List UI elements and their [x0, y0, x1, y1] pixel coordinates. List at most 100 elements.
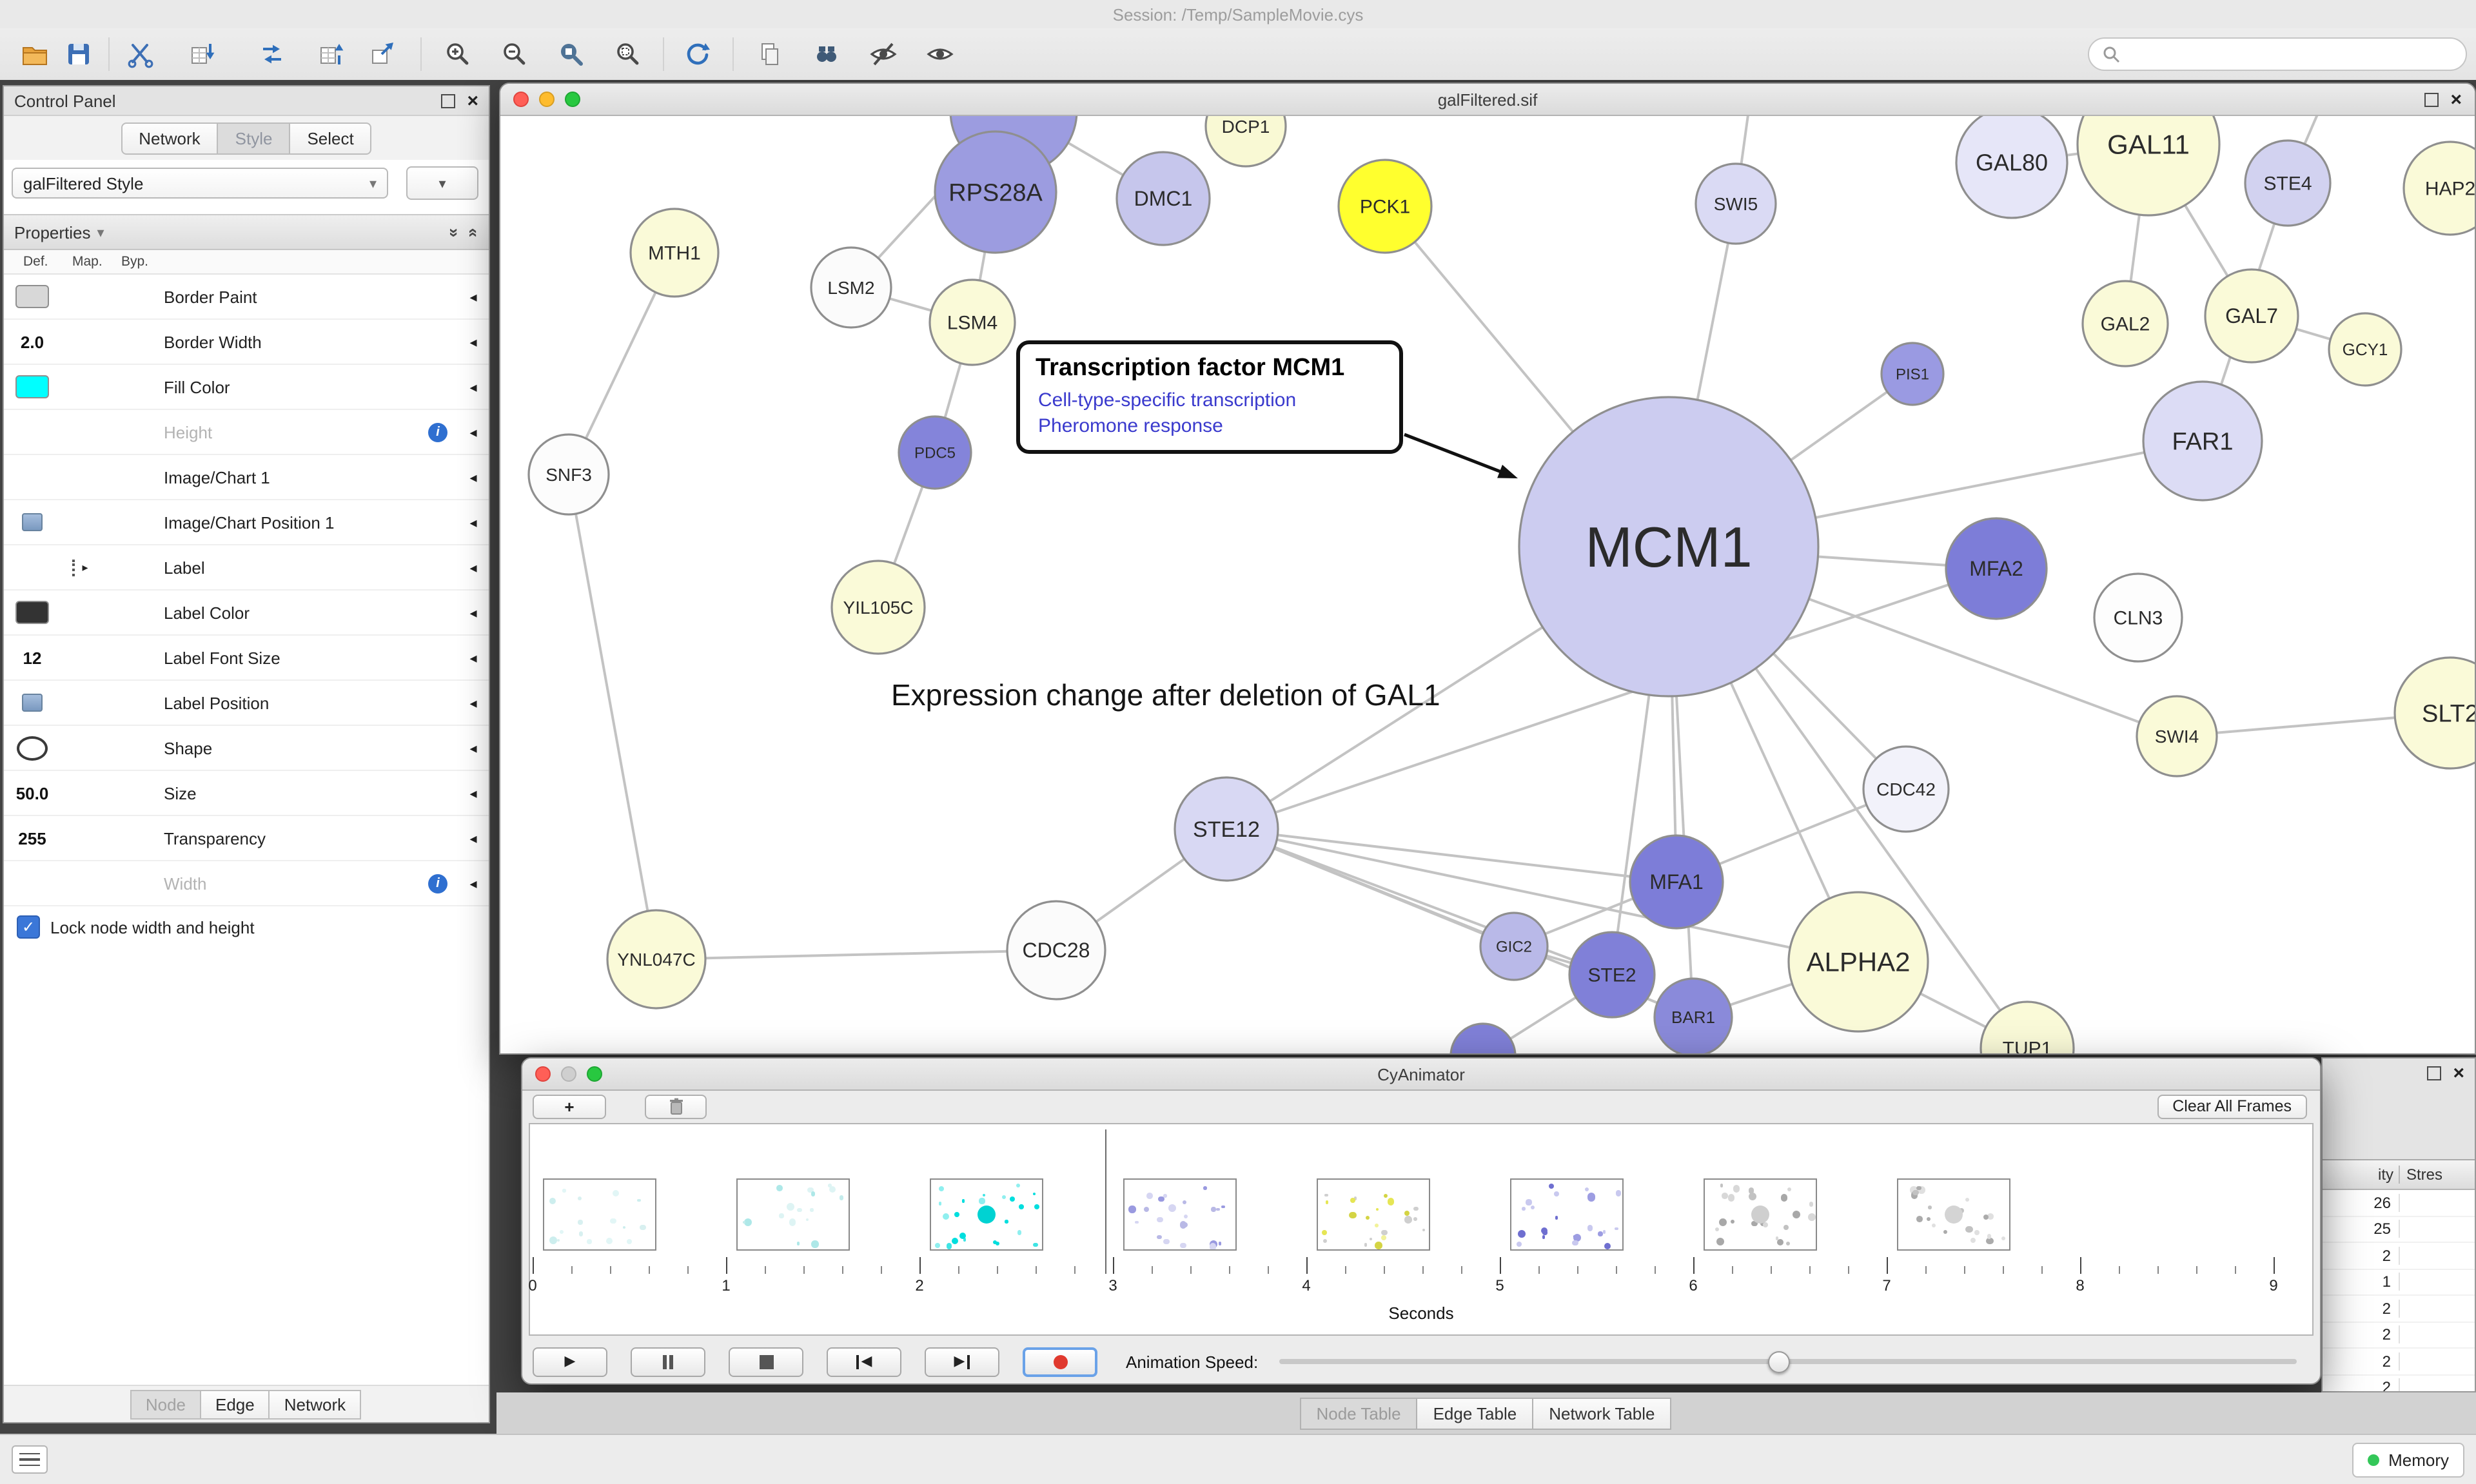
- network-node-alpha2[interactable]: [1787, 891, 1929, 1033]
- tab-network-table[interactable]: Network Table: [1532, 1397, 1672, 1429]
- frame-thumbnail-1[interactable]: [543, 1178, 656, 1251]
- search-input[interactable]: [2128, 43, 2453, 65]
- network-node-cdc42[interactable]: [1862, 745, 1950, 833]
- property-row-image-chart-1[interactable]: Image/Chart 1◂: [4, 455, 489, 500]
- result-row[interactable]: 2: [2323, 1349, 2475, 1375]
- annotation-box[interactable]: Transcription factor MCM1 Cell-type-spec…: [1016, 340, 1403, 454]
- expand-property-icon[interactable]: ◂: [469, 605, 477, 621]
- network-node-mfa2[interactable]: [1945, 517, 2048, 620]
- image-chart-position-1-icon[interactable]: [22, 513, 43, 531]
- network-node-far1[interactable]: [2142, 380, 2263, 502]
- result-row[interactable]: 2: [2323, 1296, 2475, 1322]
- expand-all-icon[interactable]: «: [464, 227, 484, 237]
- result-row[interactable]: 2: [2323, 1243, 2475, 1269]
- play-button[interactable]: ▶: [533, 1347, 607, 1376]
- expand-property-icon[interactable]: ◂: [469, 876, 477, 892]
- result-row[interactable]: 2: [2323, 1322, 2475, 1349]
- network-node-dcp1[interactable]: [1204, 116, 1287, 168]
- network-node-rps28a[interactable]: [934, 130, 1057, 254]
- result-row[interactable]: 2: [2323, 1375, 2475, 1391]
- network-node-lsm4[interactable]: [928, 278, 1016, 366]
- frame-thumbnail-4[interactable]: [1123, 1178, 1237, 1251]
- open-session-icon[interactable]: [13, 32, 57, 76]
- property-row-border-paint[interactable]: Border Paint◂: [4, 275, 489, 320]
- property-row-image-chart-position-1[interactable]: Image/Chart Position 1◂: [4, 500, 489, 545]
- tab-node-table[interactable]: Node Table: [1299, 1397, 1418, 1429]
- network-node-cdc28[interactable]: [1006, 900, 1106, 1001]
- network-node-hap2[interactable]: [2402, 141, 2475, 236]
- network-node-pdc5[interactable]: [898, 415, 972, 490]
- frame-thumbnail-7[interactable]: [1704, 1178, 1817, 1251]
- zoom-selected-icon[interactable]: [606, 32, 650, 76]
- expand-property-icon[interactable]: ◂: [469, 380, 477, 395]
- slider-thumb[interactable]: [1768, 1351, 1791, 1373]
- tab-select[interactable]: Select: [289, 122, 372, 154]
- minimize-window-icon[interactable]: [561, 1066, 576, 1082]
- network-node-ste2[interactable]: [1568, 931, 1656, 1019]
- expand-property-icon[interactable]: ◂: [469, 470, 477, 485]
- network-node-snf3[interactable]: [527, 433, 610, 516]
- network-node-gal2[interactable]: [2081, 280, 2169, 367]
- info-icon[interactable]: i: [428, 422, 447, 442]
- network-node-pis1[interactable]: [1880, 342, 1945, 406]
- tab-edge-table[interactable]: Edge Table: [1416, 1397, 1534, 1429]
- expand-property-icon[interactable]: ◂: [469, 289, 477, 305]
- tab-network-style[interactable]: Network: [268, 1389, 362, 1419]
- float-window-icon[interactable]: [2424, 92, 2439, 106]
- refresh-icon[interactable]: [676, 32, 720, 76]
- expand-property-icon[interactable]: ◂: [469, 560, 477, 576]
- annotation-link-1[interactable]: Cell-type-specific transcription: [1038, 389, 1297, 411]
- border-paint-swatch[interactable]: [15, 285, 49, 308]
- property-row-shape[interactable]: Shape◂: [4, 726, 489, 771]
- export-image-icon[interactable]: [361, 32, 405, 76]
- info-icon[interactable]: i: [428, 874, 447, 893]
- network-node-dmc1[interactable]: [1115, 151, 1211, 246]
- zoom-in-icon[interactable]: [436, 32, 480, 76]
- result-col-2[interactable]: Stres: [2406, 1166, 2443, 1184]
- skip-end-button[interactable]: ▶: [925, 1347, 999, 1376]
- property-row-label-position[interactable]: Label Position◂: [4, 681, 489, 726]
- close-window-icon[interactable]: [535, 1066, 551, 1082]
- network-node-pck1[interactable]: [1337, 159, 1433, 254]
- add-frame-button[interactable]: +: [533, 1094, 606, 1118]
- expand-property-icon[interactable]: ◂: [469, 515, 477, 531]
- close-result-panel-icon[interactable]: ×: [2453, 1062, 2464, 1084]
- network-node-bar1[interactable]: [1653, 977, 1733, 1053]
- fill-color-swatch[interactable]: [15, 375, 49, 398]
- result-col-1[interactable]: ity: [2323, 1166, 2400, 1184]
- lock-checkbox[interactable]: ✓: [17, 915, 40, 939]
- expand-property-icon[interactable]: ◂: [469, 335, 477, 350]
- import-network-icon[interactable]: [250, 32, 294, 76]
- pause-button[interactable]: [631, 1347, 705, 1376]
- hide-selected-icon[interactable]: [861, 32, 905, 76]
- minimize-window-icon[interactable]: [539, 92, 555, 107]
- annotation-link-2[interactable]: Pheromone response: [1038, 415, 1223, 437]
- network-node-gic2[interactable]: [1479, 912, 1549, 981]
- skip-start-button[interactable]: ◀: [827, 1347, 901, 1376]
- network-node-pbot[interactable]: [1449, 1022, 1517, 1053]
- expand-property-icon[interactable]: ◂: [469, 786, 477, 801]
- animation-speed-slider[interactable]: [1279, 1351, 2297, 1373]
- properties-header[interactable]: Properties ▾ » «: [4, 214, 489, 250]
- network-node-yil105c[interactable]: [830, 560, 926, 655]
- zoom-out-icon[interactable]: [493, 32, 536, 76]
- result-row[interactable]: 25: [2323, 1216, 2475, 1243]
- expand-property-icon[interactable]: ◂: [469, 831, 477, 846]
- network-node-ynl047c[interactable]: [606, 909, 707, 1010]
- property-row-fill-color[interactable]: Fill Color◂: [4, 365, 489, 410]
- search-box[interactable]: [2088, 37, 2467, 71]
- float-result-panel-icon[interactable]: [2427, 1066, 2442, 1080]
- frame-thumbnail-3[interactable]: [930, 1178, 1043, 1251]
- network-node-cln3[interactable]: [2093, 572, 2183, 663]
- clear-all-frames-button[interactable]: Clear All Frames: [2157, 1094, 2307, 1118]
- cut-icon[interactable]: [119, 32, 162, 76]
- frame-thumbnail-5[interactable]: [1317, 1178, 1430, 1251]
- import-table-icon[interactable]: [181, 32, 224, 76]
